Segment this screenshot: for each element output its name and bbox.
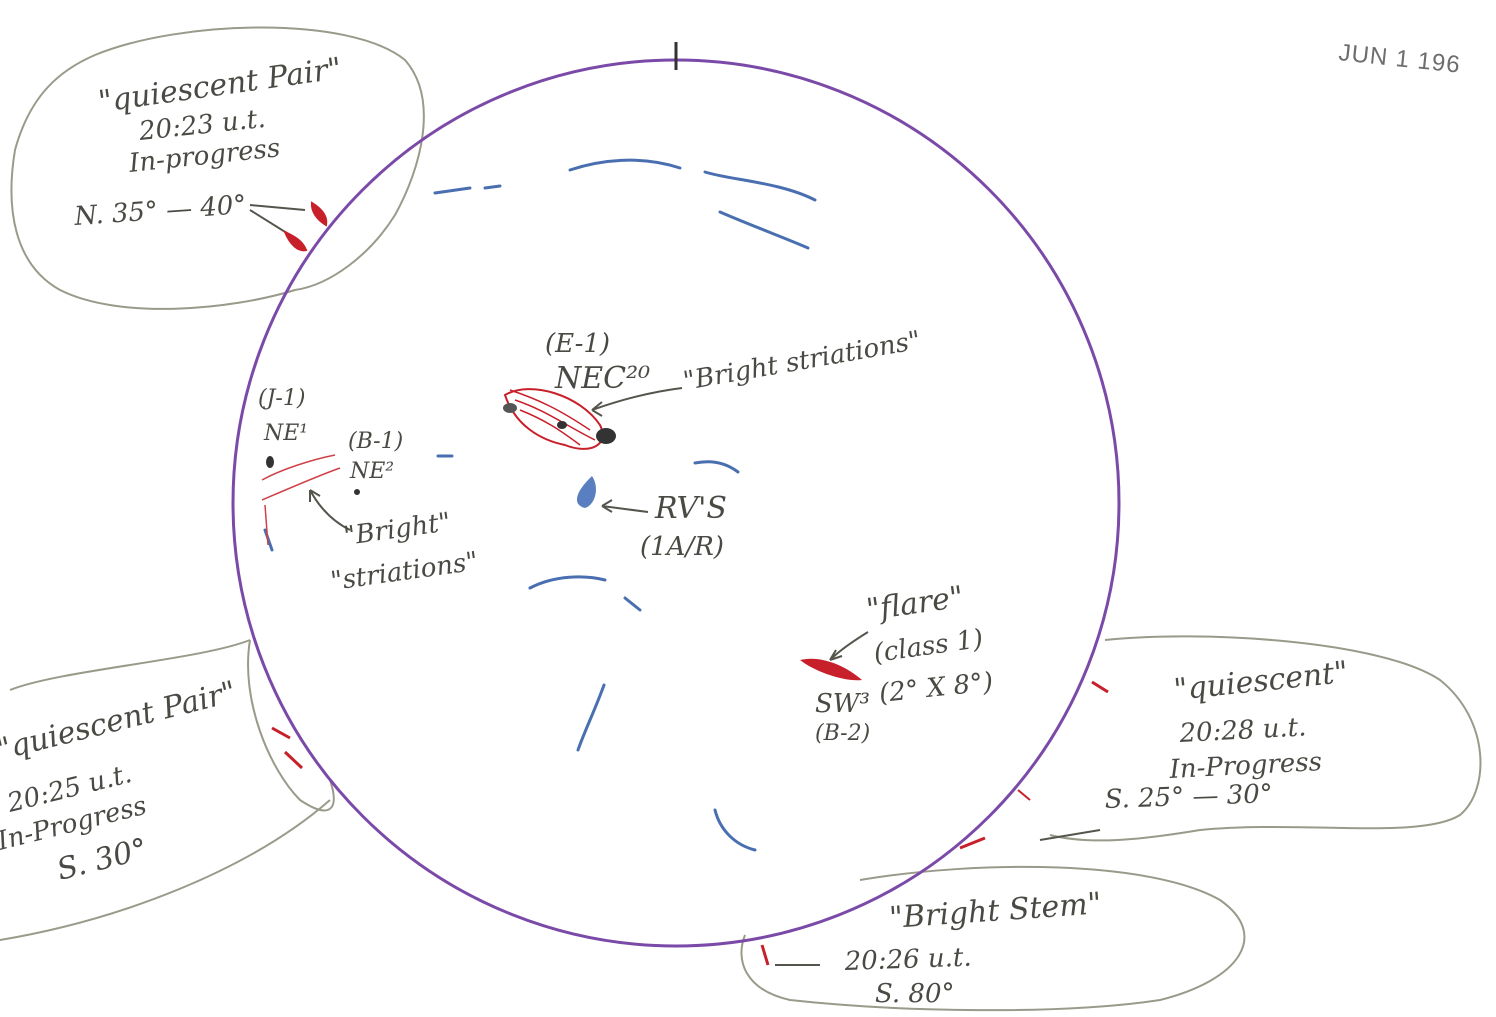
callout-outline-bottom	[740, 865, 1246, 1012]
e1-sunspot-small	[557, 421, 567, 429]
callout-bottom-latitude: S. 80°	[875, 979, 955, 1009]
prominence-top-left-2	[283, 229, 308, 252]
prominence-right-1	[1091, 680, 1109, 694]
prominence-left-2	[283, 750, 304, 770]
b1-id-label: (B-1)	[348, 429, 403, 454]
j1-id-label: (J-1)	[258, 386, 305, 411]
callout-right-title: "quiescent"	[1172, 655, 1350, 708]
callout-right: "quiescent" 20:28 u.t. In-Progress S. 25…	[1104, 655, 1349, 815]
filament-north-3	[703, 170, 817, 202]
filament-south-2	[623, 596, 642, 612]
arrow-flare	[829, 631, 869, 661]
date-stamp: JUN 1 196	[1337, 39, 1462, 79]
left-note-line1: "Bright"	[342, 507, 453, 552]
callout-outline-top-left	[10, 26, 425, 310]
callout-bottom-title: "Bright Stem"	[888, 886, 1102, 936]
callout-top-left: "quiescent Pair" 20:23 u.t. In-progress …	[72, 51, 343, 232]
rvs-label-line2: (1A/R)	[640, 532, 724, 562]
filament-south-3	[576, 683, 606, 752]
annotation-arrows	[309, 387, 869, 661]
callout-outline-bottom-left	[0, 639, 335, 941]
filament-south-1	[528, 575, 607, 590]
e1-red-striations	[509, 389, 596, 446]
arrow-rvs	[601, 499, 649, 513]
limb-prominences	[271, 201, 1109, 966]
rvs-teardrop	[576, 476, 596, 508]
leader-line-right	[1039, 829, 1101, 841]
region-labels: (E-1) NEC²⁰ "Bright striations" (J-1) NE…	[258, 326, 995, 746]
filament-north-1	[433, 184, 502, 195]
b1-region-label: NE²	[349, 459, 394, 484]
flare-patch	[800, 658, 862, 681]
active-region-j1	[261, 454, 360, 546]
flare-region-label: SW³	[815, 689, 870, 719]
callout-bottom-time: 20:26 u.t.	[843, 943, 972, 977]
e1-sunspot-west	[503, 403, 517, 413]
prominence-top-left-1	[310, 201, 328, 227]
arrow-left-striations	[309, 489, 351, 531]
e1-region-label: NEC²⁰	[554, 361, 650, 396]
left-note-line2: "striations"	[329, 547, 480, 597]
j1-red-plage	[261, 454, 341, 546]
filament-north-2	[568, 158, 682, 172]
callout-right-time: 20:28 u.t.	[1178, 712, 1307, 749]
prominence-left-1	[271, 726, 291, 740]
filament-south-4	[713, 808, 757, 852]
b1-sunspot	[354, 489, 360, 495]
e1-id-label: (E-1)	[545, 329, 610, 359]
callout-outline-right	[1049, 635, 1482, 842]
leader-line-top-left	[249, 204, 306, 236]
filament-center-2	[693, 460, 740, 474]
flare-id-label: (B-2)	[815, 721, 870, 746]
e1-note-label: "Bright striations"	[681, 326, 923, 397]
callout-right-latitude: S. 25° — 30°	[1104, 779, 1273, 815]
callout-bottom: "Bright Stem" 20:26 u.t. S. 80°	[843, 886, 1102, 1009]
flare-label-line2: (class 1)	[872, 624, 985, 669]
callout-top-left-latitude: N. 35° — 40°	[72, 190, 247, 232]
filament-north-4	[718, 210, 810, 250]
prominence-right-2	[1017, 789, 1031, 801]
prominence-bottom	[760, 944, 770, 966]
j1-sunspot	[266, 456, 274, 468]
callout-bottom-left-title: "quiescent Pair"	[0, 675, 240, 768]
active-region-e1	[503, 388, 616, 450]
e1-sunspot-main	[596, 428, 616, 444]
filaments	[263, 158, 817, 852]
e1-red-plage	[503, 388, 604, 450]
prominence-bottom-right	[959, 836, 986, 850]
rvs-label-line1: RV'S	[654, 491, 727, 526]
j1-region-label: NE¹	[263, 421, 308, 446]
flare-label-line1: "flare"	[864, 580, 966, 628]
arrow-e1-striations	[591, 387, 683, 417]
filament-west-limb	[263, 528, 274, 552]
callout-bottom-left: "quiescent Pair" 20:25 u.t. In-Progress …	[0, 675, 240, 888]
flare-size-label: (2° X 8°)	[878, 667, 995, 709]
